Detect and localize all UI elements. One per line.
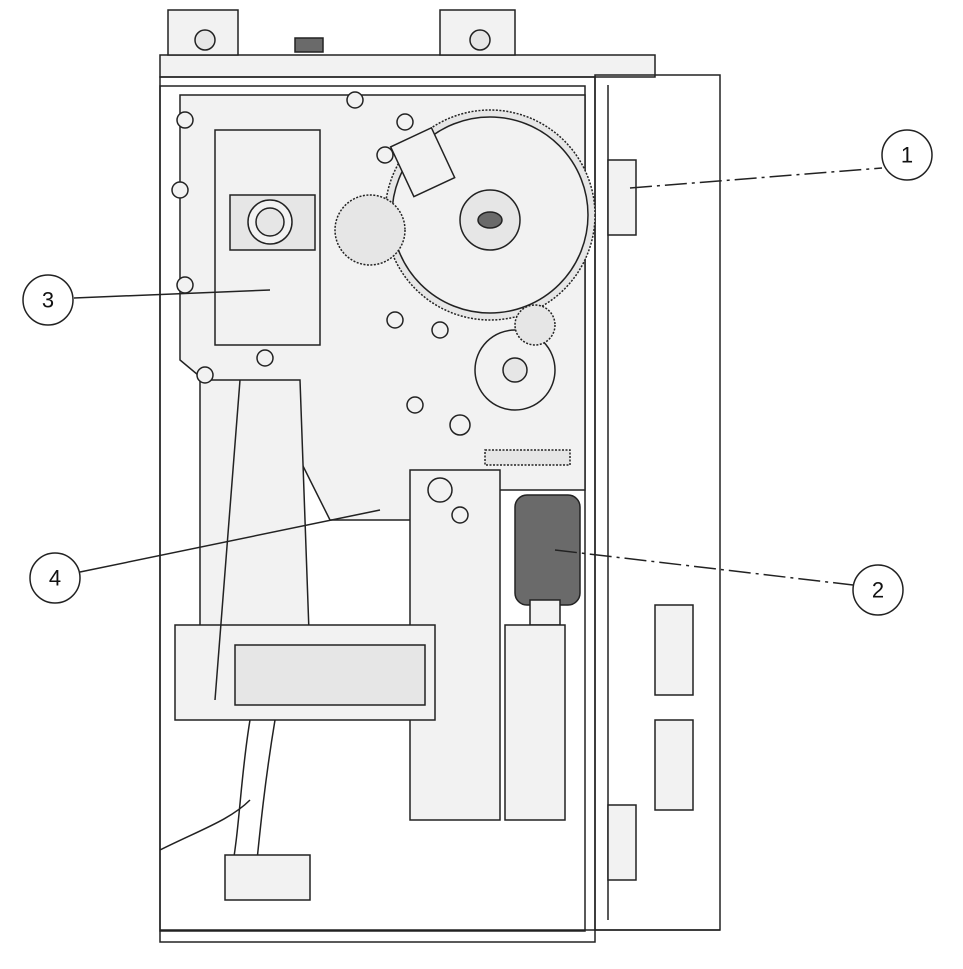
coil — [504, 494, 581, 821]
callout-2-label: 2 — [872, 578, 884, 603]
bolts — [171, 91, 471, 524]
callout-1-leader — [629, 167, 883, 189]
callout-4-label: 4 — [49, 566, 61, 591]
callout-3-label: 3 — [42, 288, 54, 313]
terminal-block — [159, 379, 436, 901]
door-panel — [594, 74, 721, 931]
callout-1-label: 1 — [901, 143, 913, 168]
main-gear — [334, 109, 596, 466]
callout-2: 2 — [852, 564, 904, 616]
callout-2-leader — [554, 549, 854, 586]
callout-4-leader — [79, 509, 381, 573]
top-bracket — [159, 9, 656, 78]
callout-4: 4 — [29, 552, 81, 604]
housing-block — [214, 129, 321, 346]
callout-3: 3 — [22, 274, 74, 326]
callout-1: 1 — [881, 129, 933, 181]
callout-3-leader — [73, 289, 271, 299]
